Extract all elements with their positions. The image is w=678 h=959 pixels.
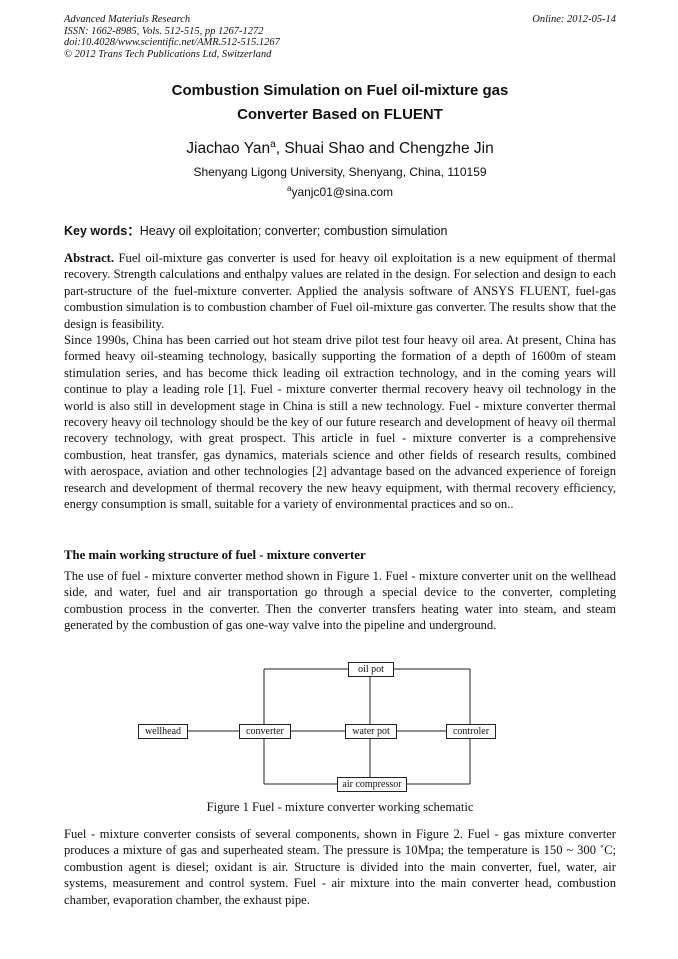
- components-paragraph: Fuel - mixture converter consists of sev…: [64, 827, 616, 907]
- email-line: ayanjc01@sina.com: [64, 184, 616, 199]
- abstract-text: Fuel oil-mixture gas converter is used f…: [64, 251, 617, 331]
- air-compressor-box: air compressor: [337, 777, 407, 792]
- paper-title-line-1: Combustion Simulation on Fuel oil-mixtur…: [171, 82, 509, 99]
- oil-pot-box: oil pot: [348, 662, 394, 677]
- introduction-paragraph: Since 1990s, China has been carried out …: [64, 333, 616, 512]
- figure-1-caption: Figure 1 Fuel - mixture converter workin…: [206, 800, 474, 814]
- wellhead-box: wellhead: [138, 724, 188, 739]
- abstract-label: Abstract.: [64, 251, 115, 265]
- section-paragraph: The use of fuel - mixture converter meth…: [64, 569, 616, 633]
- keywords: Key words：Heavy oil exploitation; conver…: [64, 220, 448, 239]
- copyright-line: © 2012 Trans Tech Publications Ltd, Swit…: [64, 48, 272, 60]
- section-heading: The main working structure of fuel - mix…: [64, 548, 366, 562]
- paper-title-line-2: Converter Based on FLUENT: [237, 106, 443, 123]
- keywords-label: Key words：: [64, 224, 140, 238]
- journal-name: Advanced Materials Research: [64, 14, 191, 25]
- email-superscript: a: [286, 184, 292, 193]
- abstract: Abstract. Fuel oil-mixture gas converter…: [64, 250, 616, 332]
- online-date: Online: 2012-05-14: [532, 14, 616, 25]
- author-rest: , Shuai Shao and Chengzhe Jin: [275, 140, 494, 158]
- affiliation: Shenyang Ligong University, Shenyang, Ch…: [193, 165, 487, 179]
- email: yanjc01@sina.com: [291, 185, 393, 199]
- authors: Jiachao Yana, Shuai Shao and Chengzhe Ji…: [64, 139, 616, 158]
- converter-box: converter: [239, 724, 291, 739]
- author-first: Jiachao Yan: [186, 140, 271, 158]
- keywords-text: Heavy oil exploitation; converter; combu…: [139, 224, 448, 238]
- doi-line: doi:10.4028/www.scientific.net/AMR.512-5…: [64, 37, 280, 49]
- author-superscript: a: [270, 139, 276, 150]
- controler-box: controler: [446, 724, 496, 739]
- issn-line: ISSN: 1662-8985, Vols. 512-515, pp 1267-…: [64, 25, 264, 37]
- water-pot-box: water pot: [345, 724, 397, 739]
- running-header: Advanced Materials Research ISSN: 1662-8…: [64, 14, 616, 60]
